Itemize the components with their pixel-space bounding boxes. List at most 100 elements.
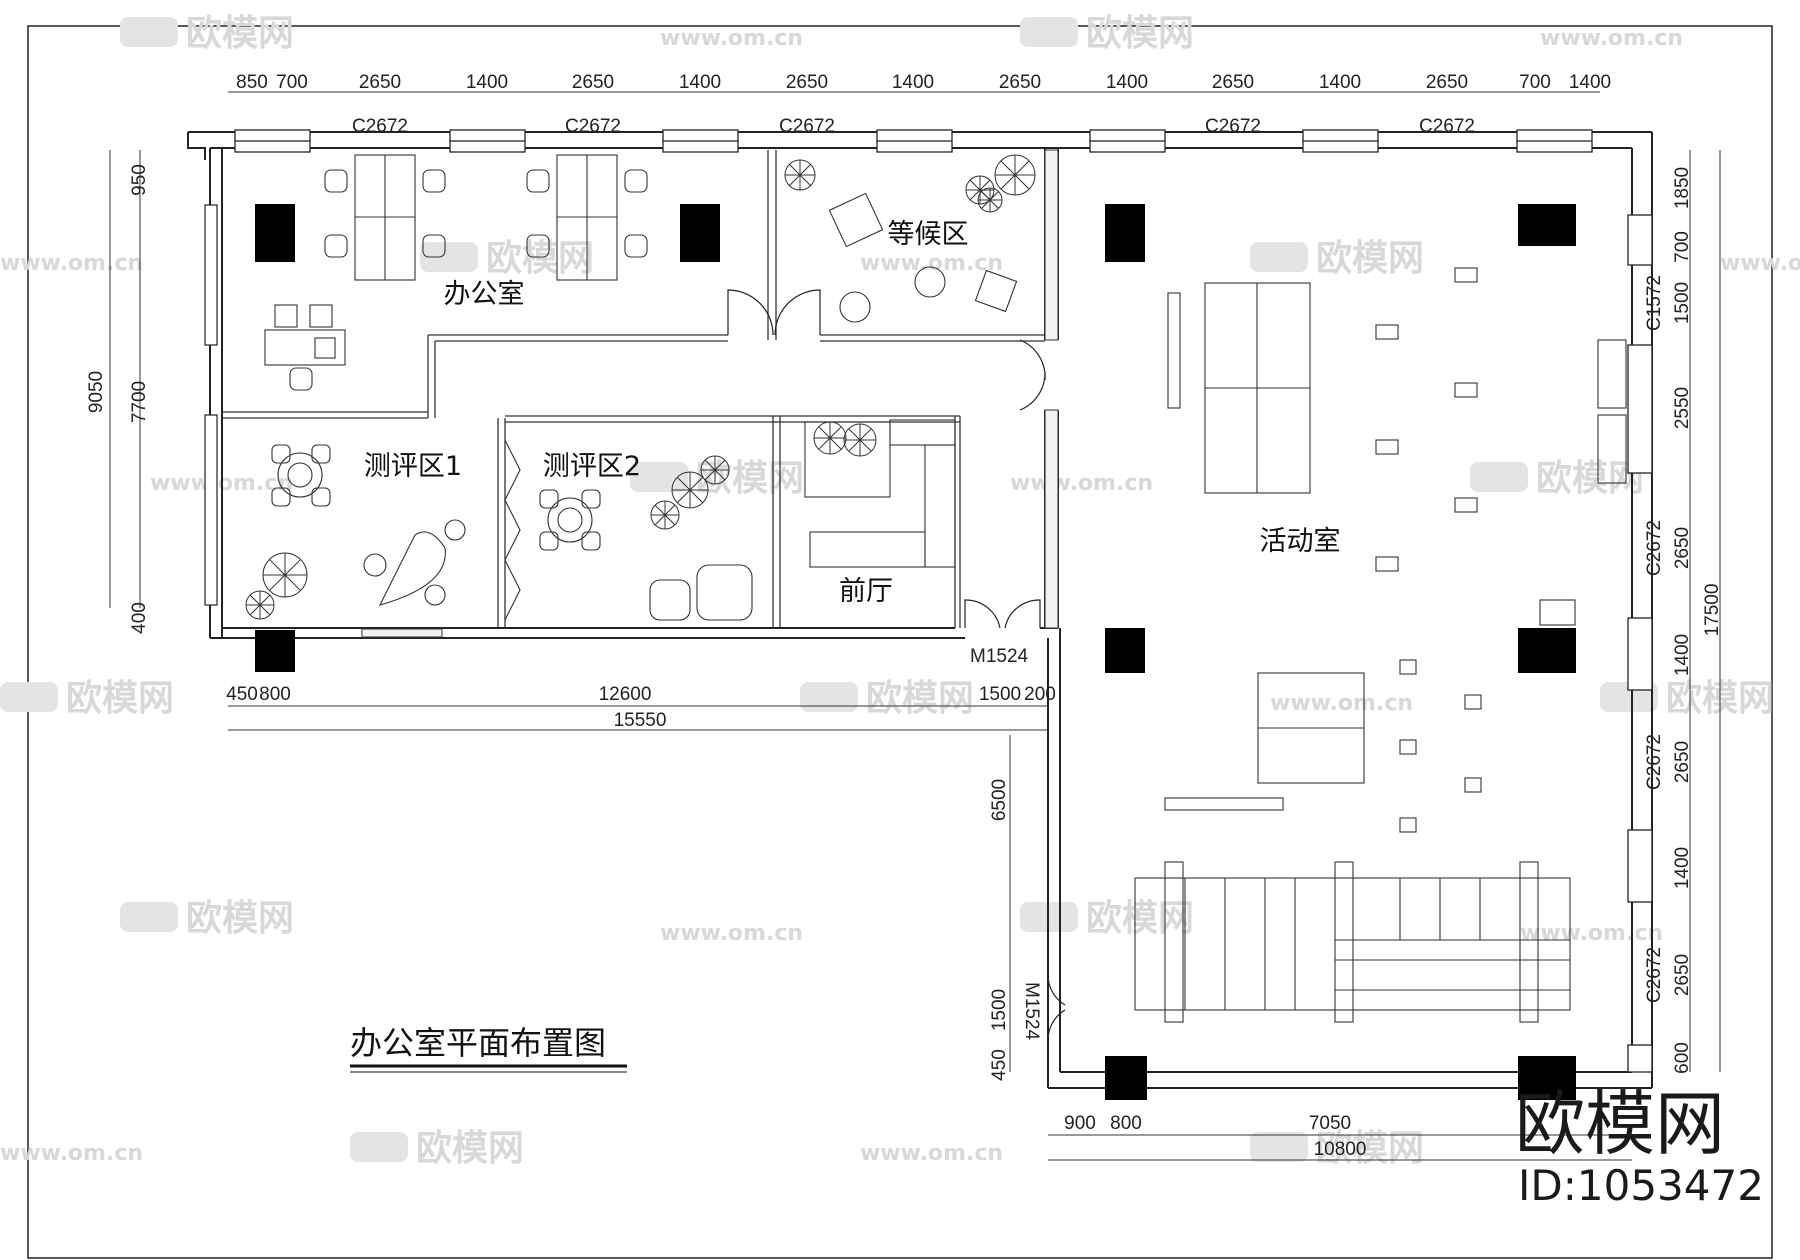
dim-left-outer: 9050 — [86, 371, 107, 413]
plant-leaf — [676, 476, 691, 491]
plant-leaf — [789, 174, 801, 186]
plant-leaf — [259, 594, 271, 606]
left-dimensions: 9050 950 7700 400 — [86, 164, 150, 634]
watermark-logo-text: 欧模网 — [1316, 238, 1424, 279]
door-labels: M1524 M1524 — [970, 646, 1042, 1041]
column — [255, 630, 295, 672]
plant-leaf — [969, 189, 981, 201]
watermark-url: www.om.cn — [660, 26, 803, 51]
columns — [255, 204, 1576, 1100]
watermark-logo-text: 欧模网 — [66, 678, 174, 719]
plant-leaf — [829, 426, 842, 439]
watermark-logo-text: 欧模网 — [416, 1128, 524, 1169]
door-label-side: M1524 — [1021, 982, 1042, 1041]
watermark-url: www.om.cn — [0, 1141, 143, 1166]
watermark-logo-mark — [120, 17, 178, 47]
plant-leaf — [284, 559, 301, 576]
dim-top: 1400 — [679, 72, 721, 93]
plant-leaf — [848, 428, 861, 441]
plant-leaf — [1000, 160, 1016, 176]
plant-leaf — [969, 179, 981, 191]
dim-right: 1850 — [1672, 167, 1693, 209]
watermark-logo-mark — [800, 682, 858, 712]
watermark-url: www.om.cn — [1720, 251, 1800, 276]
watermark-logo-text: 欧模网 — [186, 898, 294, 939]
plant-leaf — [818, 437, 831, 450]
room-labels: 办公室 等候区 测评区1 测评区2 前厅 活动室 — [364, 219, 1341, 607]
plant-leaf — [689, 476, 704, 491]
plant-leaf — [789, 164, 801, 176]
dim-right: 1400 — [1672, 847, 1693, 889]
dim-bottom: 200 — [1024, 684, 1056, 705]
plant-leaf — [714, 459, 726, 471]
watermark-logo-text: 欧模网 — [1086, 13, 1194, 54]
plant-leaf — [979, 179, 991, 191]
dim-right: 2550 — [1672, 387, 1693, 429]
top-windows — [234, 129, 1593, 153]
door-label-lobby: M1524 — [970, 646, 1029, 667]
watermark-logo-mark — [420, 242, 478, 272]
plant-leaf — [284, 574, 301, 591]
left-windows — [204, 204, 218, 606]
plant-decorations — [245, 154, 1036, 620]
room-office: 办公室 — [444, 279, 525, 310]
dim-bottom-right: 800 — [1110, 1113, 1142, 1134]
dim-top: 2650 — [572, 72, 614, 93]
plant-leaf — [269, 574, 286, 591]
dim-top: 700 — [276, 72, 308, 93]
bottom-left-dimensions: 450 800 12600 1500 200 15550 — [226, 684, 1056, 731]
window-label: C2672 — [1644, 734, 1665, 790]
window-label: C2672 — [1419, 116, 1475, 137]
plant-leaf — [676, 489, 691, 504]
dim-bottom: 800 — [259, 684, 291, 705]
plant-leaf — [799, 174, 811, 186]
column — [680, 204, 720, 262]
plant-leaf — [818, 426, 831, 439]
plant-leaf — [848, 439, 861, 452]
dim-right: 2650 — [1672, 954, 1693, 996]
watermark-logo-mark — [630, 462, 688, 492]
watermark-logo-text: 欧模网 — [186, 13, 294, 54]
right-dimensions: 1850 700 1500 2550 2650 1400 2650 1400 2… — [1672, 167, 1723, 1074]
watermark-logo-mark — [120, 902, 178, 932]
room-lobby: 前厅 — [839, 576, 893, 607]
room-waiting: 等候区 — [888, 219, 969, 250]
plant-leaf — [1000, 174, 1016, 190]
plant-leaf — [829, 437, 842, 450]
watermark-url: www.om.cn — [660, 921, 803, 946]
plant-leaf — [989, 191, 999, 201]
dim-bottom-right: 7050 — [1309, 1113, 1351, 1134]
watermark-logo-mark — [1470, 462, 1528, 492]
plant-leaf — [704, 459, 716, 471]
window-label: C2672 — [1205, 116, 1261, 137]
dimension-lines — [109, 91, 1721, 1161]
drawing-title: 办公室平面布置图 — [350, 1024, 606, 1062]
dim-top: 2650 — [999, 72, 1041, 93]
dim-right: 600 — [1672, 1042, 1693, 1074]
dim-top: 850 — [236, 72, 268, 93]
watermark-logo-text: 欧模网 — [486, 238, 594, 279]
watermark-url: www.om.cn — [1270, 691, 1413, 716]
dim-right: 700 — [1672, 231, 1693, 263]
dim-bottom: 1500 — [979, 684, 1021, 705]
dim-top: 1400 — [892, 72, 934, 93]
dim-left-inner: 7700 — [129, 381, 150, 423]
plant-leaf — [714, 469, 726, 481]
watermark-logo-text: 欧模网 — [696, 458, 804, 499]
watermark-logo-mark — [1250, 242, 1308, 272]
window-label: C2672 — [1644, 947, 1665, 1003]
watermark-logo-mark — [350, 1132, 408, 1162]
room-eval1: 测评区1 — [364, 451, 462, 482]
plant-leaf — [249, 604, 261, 616]
plant-leaf — [664, 514, 676, 526]
watermark-url: www.om.cn — [0, 251, 143, 276]
dim-right: 2650 — [1672, 741, 1693, 783]
window-label: C2672 — [779, 116, 835, 137]
dim-top: 700 — [1519, 72, 1551, 93]
watermark-logo-mark — [1020, 17, 1078, 47]
plant-leaf — [704, 469, 716, 481]
dim-bottom: 12600 — [599, 684, 652, 705]
dim-right: 1500 — [1672, 282, 1693, 324]
hatched-walls — [361, 149, 1059, 638]
